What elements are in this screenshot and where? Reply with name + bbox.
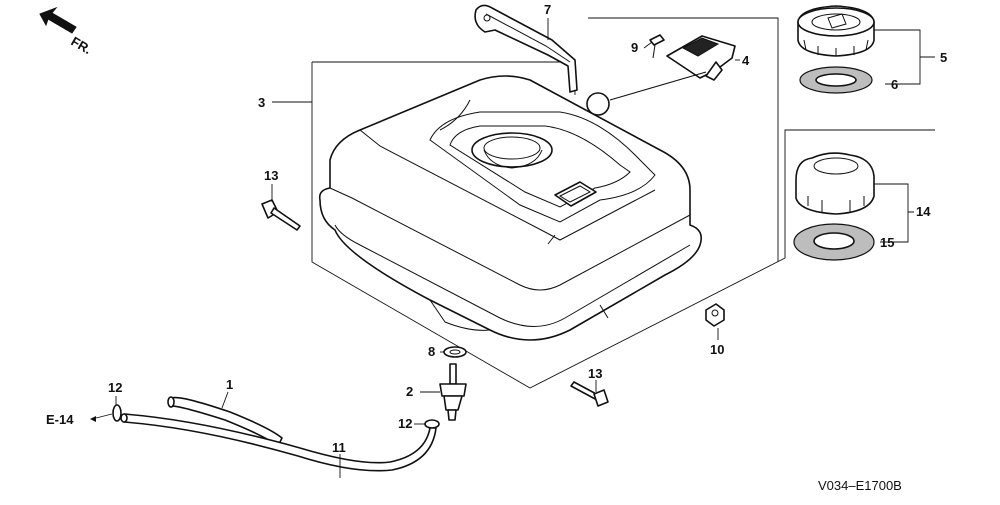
- alt-fuel-filler-cap: [795, 152, 875, 215]
- callout-6: 6: [891, 77, 898, 92]
- fuel-tube-long: [120, 413, 437, 472]
- leader-5-6: [874, 29, 935, 85]
- alt-cap-gasket: [793, 223, 875, 261]
- leader-9: [643, 41, 653, 49]
- diagram-code: V034–E1700B: [818, 478, 902, 493]
- cap-group-outline: [588, 17, 779, 262]
- cap-gasket: [799, 66, 873, 94]
- callout-14: 14: [916, 204, 931, 219]
- front-direction-arrow-icon: [39, 6, 77, 34]
- leader-14-15: [874, 183, 914, 243]
- washer: [443, 346, 467, 358]
- callout-10: 10: [710, 342, 724, 357]
- reference-arrow-icon: [90, 416, 96, 422]
- tube-clip-bottom: [424, 419, 440, 429]
- fuel-tank: [318, 75, 703, 341]
- callout-11: 11: [332, 440, 346, 455]
- callout-13-left: 13: [264, 168, 278, 183]
- gauge-screw: [649, 34, 665, 59]
- callout-5: 5: [940, 50, 947, 65]
- callout-7: 7: [544, 2, 551, 17]
- flange-bolt-bottom: [570, 381, 609, 407]
- leader-1: [221, 391, 229, 409]
- callout-15: 15: [880, 235, 894, 250]
- callout-9: 9: [631, 40, 638, 55]
- callout-12-left: 12: [108, 380, 122, 395]
- flange-nut: [705, 303, 725, 327]
- callout-2: 2: [406, 384, 413, 399]
- callout-4: 4: [742, 53, 750, 68]
- callout-8: 8: [428, 344, 435, 359]
- tank-bracket: [474, 4, 578, 93]
- callout-1: 1: [226, 377, 233, 392]
- fuel-strainer: [439, 363, 467, 421]
- callout-12-bottom: 12: [398, 416, 412, 431]
- flange-bolt-left: [261, 199, 301, 231]
- fuel-gauge: [586, 35, 736, 116]
- callout-13-bottom: 13: [588, 366, 602, 381]
- callout-3: 3: [258, 95, 265, 110]
- fuel-filler-cap: [797, 5, 875, 57]
- front-direction-label: FR.: [69, 34, 95, 57]
- reference-label: E-14: [46, 412, 74, 427]
- tube-clip-left: [112, 404, 122, 422]
